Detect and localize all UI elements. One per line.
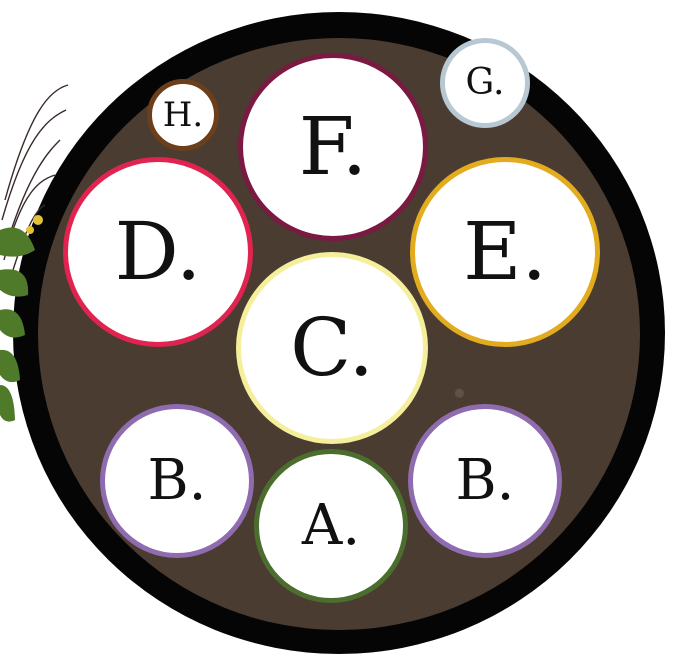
bed-a-label: A. [302,498,360,554]
grass-plant-illustration [0,80,70,440]
bed-b-left-label: B. [148,453,207,509]
bed-h-label: H. [163,98,203,132]
bed-f-label: F. [299,107,367,187]
bed-b-right-label: B. [456,453,515,509]
bed-d-label: D. [115,212,202,292]
bed-c: C. [236,252,428,444]
bed-e: E. [410,157,600,347]
bed-b-left: B. [100,404,254,558]
bed-g: G. [440,38,530,128]
bed-e-label: E. [463,212,547,292]
bed-h: H. [147,79,219,151]
bed-b-right: B. [408,404,562,558]
bed-d: D. [63,157,253,347]
bed-f: F. [238,53,428,241]
bed-a: A. [254,449,408,603]
bed-c-label: C. [290,308,374,388]
bed-g-label: G. [466,65,505,101]
